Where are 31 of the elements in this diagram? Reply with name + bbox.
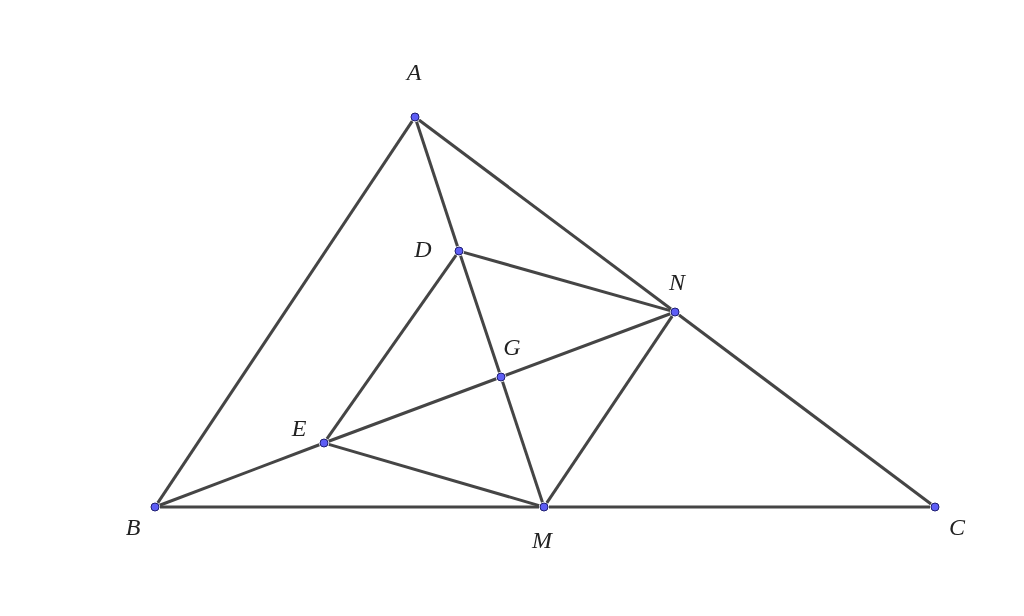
line-segment <box>463 250 671 313</box>
point-label: E <box>291 416 307 440</box>
point-label: N <box>669 270 685 294</box>
point-marker <box>930 502 940 512</box>
point-marker <box>410 112 420 122</box>
point-label: B <box>125 515 141 539</box>
point-label: D <box>414 237 432 261</box>
line-segment <box>545 315 674 504</box>
point-label: M <box>532 528 552 552</box>
line-segment <box>501 381 544 503</box>
line-segment <box>325 254 458 440</box>
point-marker <box>539 502 549 512</box>
line-segment <box>328 442 540 508</box>
point-label: A <box>406 60 422 84</box>
line-segment <box>505 312 671 377</box>
point-marker <box>454 246 464 256</box>
line-segment <box>549 505 930 509</box>
point-marker <box>150 502 160 512</box>
line-segment <box>418 118 672 311</box>
point-marker <box>670 307 680 317</box>
line-segment <box>415 121 459 247</box>
line-segment <box>160 505 539 509</box>
point-label: G <box>503 335 521 359</box>
point-label: C <box>949 515 965 539</box>
line-segment <box>678 313 932 506</box>
line-segment <box>156 120 414 504</box>
line-segment <box>159 443 320 507</box>
point-marker <box>496 372 506 382</box>
point-marker <box>319 438 329 448</box>
line-segment <box>459 255 501 373</box>
line-segment <box>328 377 497 443</box>
